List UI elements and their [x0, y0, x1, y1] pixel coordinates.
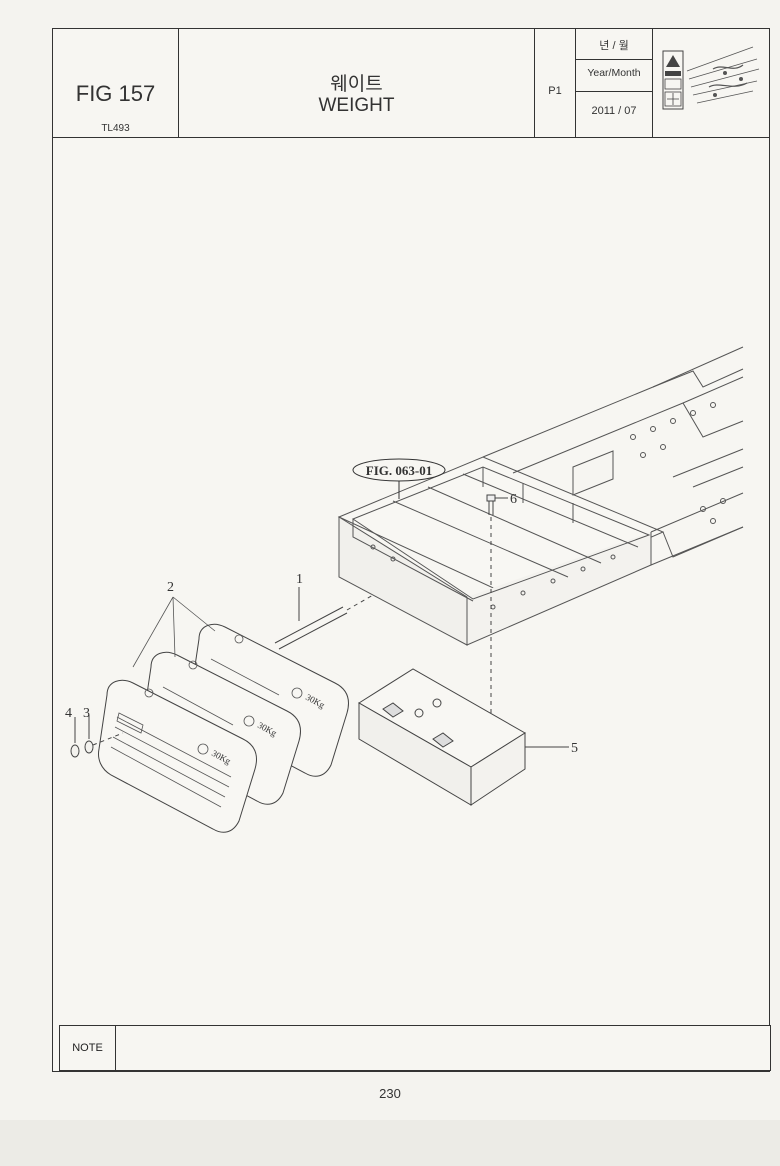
counterweights-part-2: [98, 623, 349, 833]
bolt-part-6: [486, 494, 508, 737]
date-cell: 년 / 월 Year/Month 2011 / 07: [576, 29, 653, 137]
title-korean: 웨이트: [330, 74, 383, 95]
date-value: 2011 / 07: [591, 105, 637, 117]
callout-2: 2: [167, 580, 174, 595]
page-number: 230: [379, 1086, 401, 1101]
callout-4: 4: [65, 706, 72, 721]
title-english: WEIGHT: [318, 95, 395, 116]
note-label: NOTE: [60, 1026, 116, 1070]
chassis-frame: [337, 346, 744, 646]
logo-cell: [653, 29, 769, 137]
fig-cell: FIG 157 TL493: [53, 29, 179, 137]
exploded-view-diagram: FIG. 063-01 6 1: [53, 137, 769, 1025]
callout-3: 3: [83, 706, 90, 721]
rod-part-1: [274, 587, 374, 650]
callout-6: 6: [510, 492, 517, 507]
bracket-part-5: [358, 668, 569, 806]
brand-logo-icon: [662, 46, 760, 110]
scan-edge: [0, 1120, 780, 1166]
reference-fig-label: FIG. 063-01: [366, 463, 432, 478]
date-label-korean: 년 / 월: [599, 40, 629, 52]
page-cell: P1: [535, 29, 576, 137]
washer-nut-parts: [70, 715, 124, 758]
title-block: FIG 157 TL493 웨이트 WEIGHT P1 년 / 월 Year/M…: [53, 29, 769, 138]
parts-page: FIG 157 TL493 웨이트 WEIGHT P1 년 / 월 Year/M…: [52, 28, 771, 1072]
callout-5: 5: [571, 741, 578, 756]
page-code: P1: [548, 85, 562, 97]
model-code: TL493: [101, 123, 130, 134]
title-cell: 웨이트 WEIGHT: [179, 29, 535, 137]
note-bar: NOTE: [59, 1025, 771, 1071]
date-label-english: Year/Month: [587, 67, 641, 79]
fig-number: FIG 157: [75, 81, 156, 106]
callout-1: 1: [296, 572, 303, 587]
